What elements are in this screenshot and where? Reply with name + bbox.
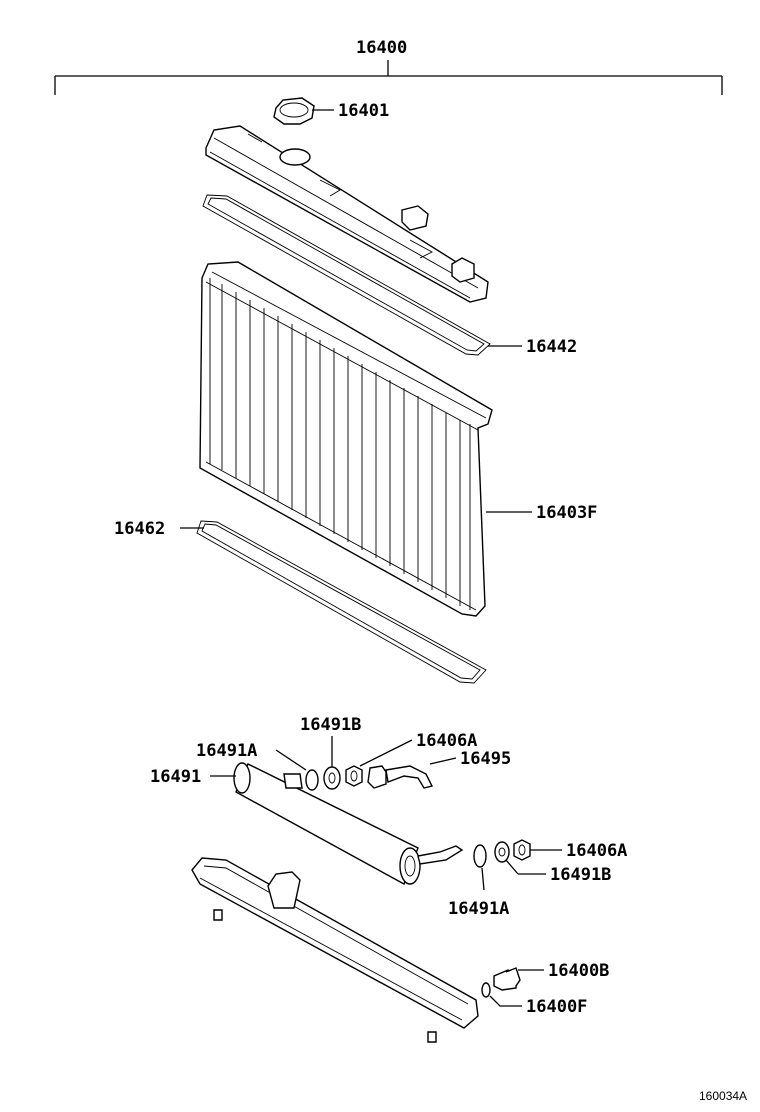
upper-gasket (202, 194, 522, 356)
label-upper-gasket: 16442 (526, 337, 577, 357)
label-nut-right: 16406A (566, 841, 627, 861)
washer-right (494, 841, 546, 875)
figure-id: 160034A (699, 1089, 747, 1103)
label-oring-top: 16491A (196, 741, 257, 761)
label-assembly: 16400 (356, 38, 407, 58)
label-oring-bottom: 16491A (448, 899, 509, 919)
nut-top (345, 739, 413, 787)
label-hose-pipe: 16495 (460, 749, 511, 769)
nut-right (513, 839, 562, 861)
label-washer-top: 16491B (300, 715, 361, 735)
lower-gasket (180, 520, 487, 684)
washer-top (323, 736, 341, 790)
oring-bottom (473, 844, 487, 891)
drain-cock (493, 967, 544, 991)
label-lower-gasket: 16462 (114, 519, 165, 539)
label-nut-top: 16406A (416, 731, 477, 751)
label-tube: 16491 (150, 767, 201, 787)
radiator-core (199, 261, 532, 617)
drain-oring (481, 982, 522, 1007)
label-washer-right: 16491B (550, 865, 611, 885)
label-drain-oring: 16400F (526, 997, 587, 1017)
lower-tank (191, 857, 479, 1043)
label-drain-cock: 16400B (548, 961, 609, 981)
hose-pipe (367, 757, 457, 789)
oring-top (275, 749, 319, 791)
label-cap: 16401 (338, 101, 389, 121)
assembly-bracket (54, 60, 723, 95)
radiator-cap (273, 97, 334, 125)
upper-tank (205, 125, 489, 303)
oil-cooler-tube (210, 762, 464, 885)
label-core: 16403F (536, 503, 597, 523)
